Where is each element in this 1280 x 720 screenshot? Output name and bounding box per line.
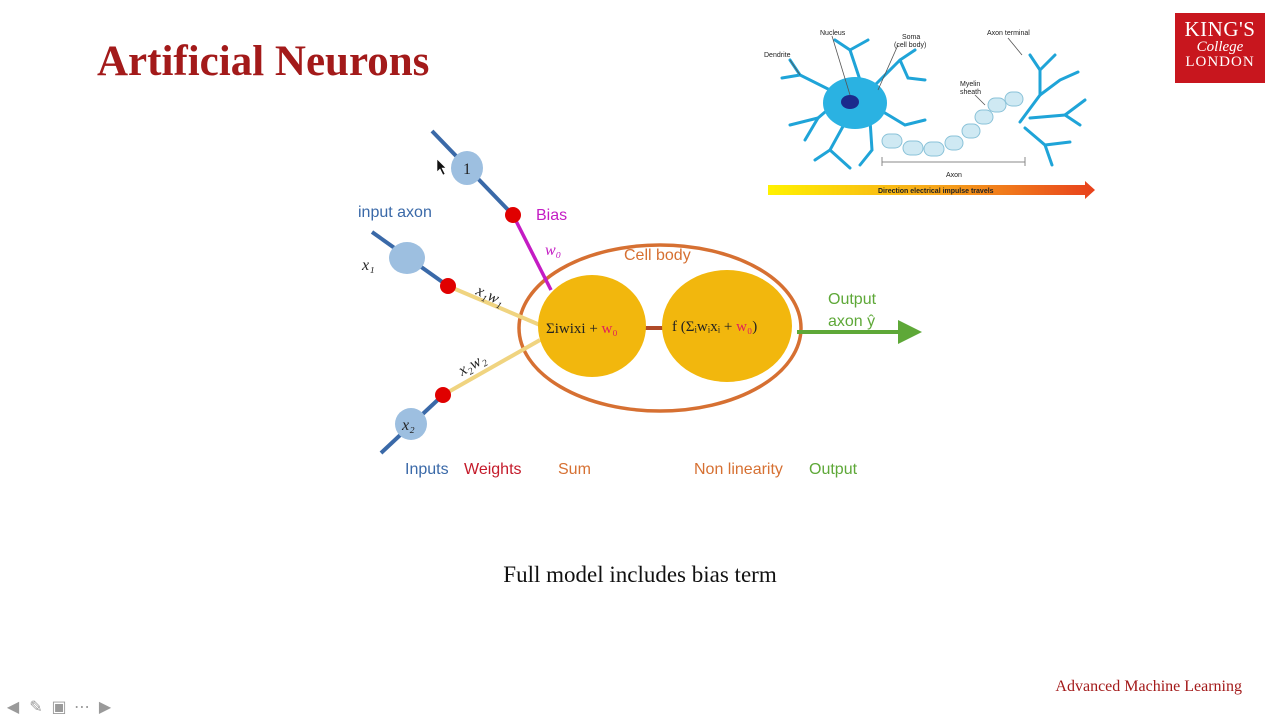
w0-label: w₀ <box>545 242 561 259</box>
mouse-cursor-icon <box>436 158 447 176</box>
cell-body <box>517 243 803 413</box>
course-footer: Advanced Machine Learning <box>1055 678 1242 695</box>
bias-input-value: 1 <box>463 161 471 178</box>
sum-node <box>538 275 646 377</box>
pen-icon[interactable]: ✎ <box>29 697 43 716</box>
bias-weight-dot <box>505 207 521 223</box>
w1-weight-dot <box>440 278 456 294</box>
sum-expression: Σiwixi + w₀ <box>546 321 618 337</box>
nonlinearity-node <box>662 270 792 382</box>
axon-terminal-label: Axon terminal <box>987 30 1030 37</box>
output-arrowhead <box>898 320 922 344</box>
legend-sum: Sum <box>558 461 591 478</box>
cell-body-label: Cell body <box>624 247 691 264</box>
x1-input-node <box>389 242 425 274</box>
more-icon[interactable]: ⋯ <box>74 697 90 716</box>
output-label-line2: axon ŷ <box>828 313 875 330</box>
x1-label: x₁ <box>361 257 375 274</box>
x2-label: x₂ <box>401 417 415 434</box>
next-slide-icon[interactable]: ▶ <box>98 697 112 716</box>
input-axon-label: input axon <box>358 204 432 221</box>
myelin-sub-label: sheath <box>960 89 981 96</box>
slide-title: Artificial Neurons <box>97 38 430 85</box>
soma-label: Soma <box>902 34 920 41</box>
legend-inputs: Inputs <box>405 461 449 478</box>
legend-output: Output <box>809 461 858 478</box>
output-label-line1: Output <box>828 291 877 308</box>
dendrite-label: Dendrite <box>764 52 791 59</box>
bias-label: Bias <box>536 207 567 224</box>
nonlinearity-expression: f (Σᵢwᵢxᵢ + w₀) <box>672 319 757 335</box>
myelin-label: Myelin <box>960 81 980 88</box>
legend-weights: Weights <box>464 461 522 478</box>
x2-dendrite <box>442 338 541 397</box>
bias-input-node <box>451 151 483 185</box>
bias-weight-line <box>511 214 553 291</box>
impulse-direction-label: Direction electrical impulse travels <box>878 188 994 195</box>
nucleus-label: Nucleus <box>820 30 846 37</box>
impulse-direction-arrow <box>768 181 1095 199</box>
w2-weight-dot <box>435 387 451 403</box>
x2-input-node <box>395 408 427 440</box>
x2w2-label: x₂w₂ <box>455 350 490 380</box>
x1-dendrite <box>447 284 541 327</box>
kings-college-logo: KING'S College LONDON <box>1175 13 1265 83</box>
prev-slide-icon[interactable]: ◀ <box>6 697 20 716</box>
slides-icon[interactable]: ▣ <box>51 697 67 716</box>
soma-sub-label: (cell body) <box>894 42 926 49</box>
legend-nonlinearity: Non linearity <box>694 461 783 478</box>
slideshow-toolbar: ◀ ✎ ▣ ⋯ ▶ <box>3 697 115 717</box>
axon-label: Axon <box>946 172 962 179</box>
slide-caption: Full model includes bias term <box>503 562 777 587</box>
